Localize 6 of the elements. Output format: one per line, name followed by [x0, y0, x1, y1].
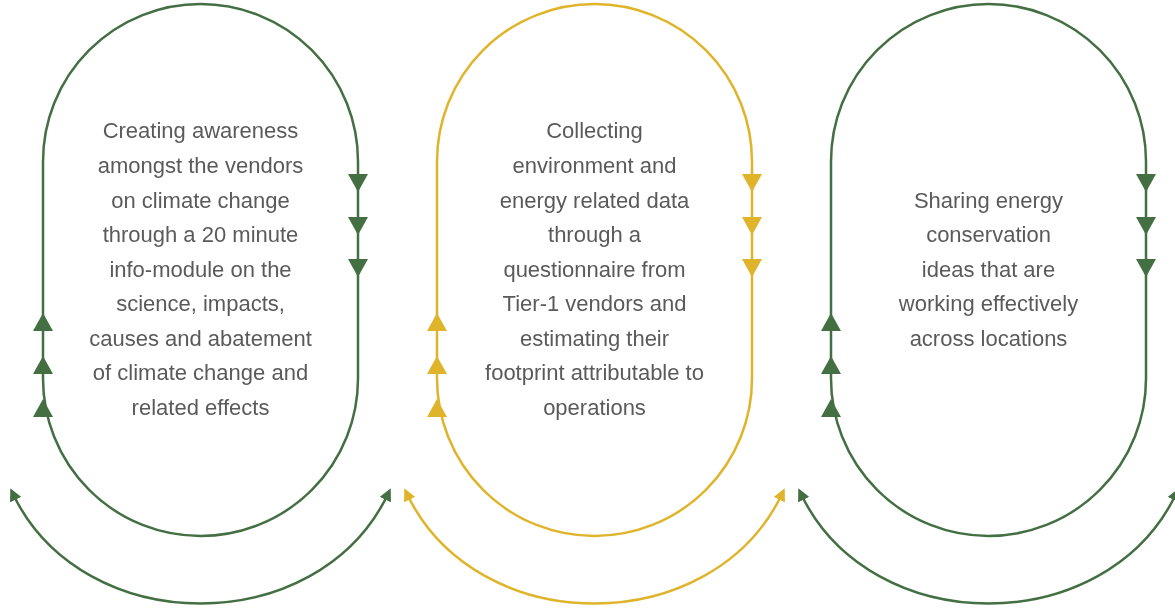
cycle-loop-shape [33, 3, 368, 537]
cycle-loop-shape [821, 3, 1156, 537]
node-text: Creating awareness amongst the vendors on climate change through a 20 minute info-module on the science, impacts, causes and abatement of climate change and related effects [88, 117, 313, 423]
cycle-loop-shape [427, 3, 762, 537]
node-text: Collecting environment and energy related data through a questionnaire from Tier-1 vendors and estimating their footprint attributable to operations [484, 117, 705, 423]
node-text: Sharing energy conservation ideas that are working effectively across locations [898, 186, 1079, 353]
